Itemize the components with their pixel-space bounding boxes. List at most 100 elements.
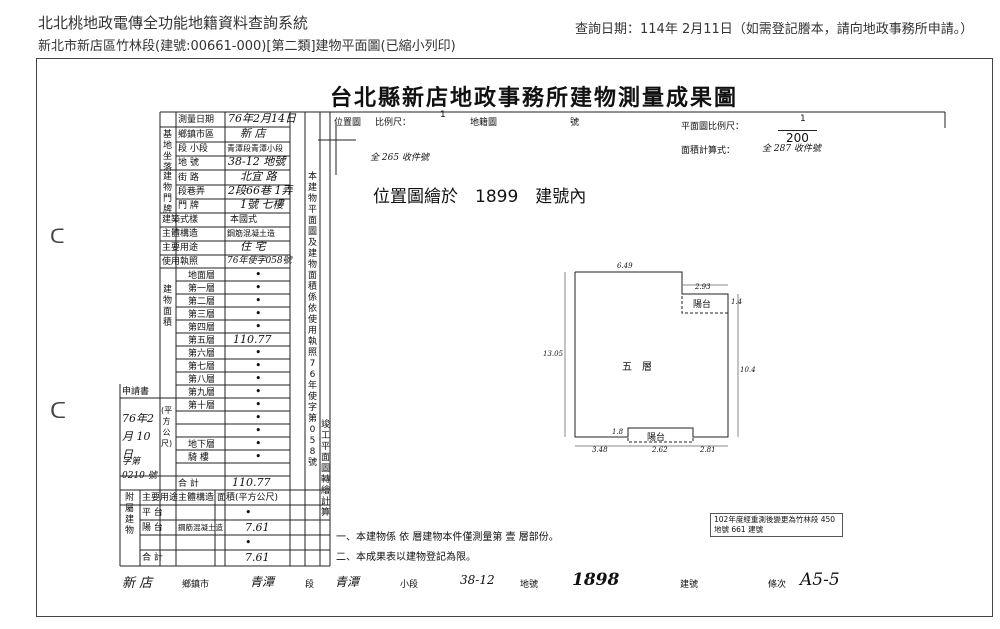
floor-area-value: • <box>255 424 262 437</box>
door-value-3: 1號 七樓 <box>240 198 284 211</box>
location-label-3: 地 號 <box>178 158 199 168</box>
annex-area-value: • <box>245 536 252 549</box>
total-value: 110.77 <box>232 476 271 489</box>
door-group-label: 建物門牌 <box>162 172 172 215</box>
door-label-3: 門 牌 <box>178 201 199 211</box>
applicant-label: 申請書 <box>122 387 150 397</box>
floor-area-value: • <box>255 346 262 359</box>
plan-dim-top: 6.49 <box>617 262 633 270</box>
plan-dim-balcony-width: 2.93 <box>695 283 711 291</box>
floor-name: 地下層 <box>188 440 216 450</box>
plan-dim-bottom-1: 3.48 <box>592 446 608 454</box>
floor-area-value: • <box>255 372 262 385</box>
annex-area-value: 7.61 <box>245 521 270 534</box>
location-group-label: 基地坐落 <box>162 130 172 173</box>
annex-use: 陽 台 <box>142 523 163 533</box>
document-title: 台北縣新店地政事務所建物測量成果圖 <box>330 85 739 111</box>
floor-area-value: • <box>255 320 262 333</box>
floor-name: 第五層 <box>188 336 216 346</box>
area-calc-value: 全 287 收件號 <box>762 144 821 154</box>
annex-structure: 鋼筋混凝土造 <box>178 523 223 532</box>
floor-area-value: • <box>255 281 262 294</box>
scale-value: 1 <box>440 110 446 120</box>
bottom-subsection: 青潭 <box>335 575 360 589</box>
annex-head-area: 面積(平方公尺) <box>217 493 279 503</box>
floor-name: 第四層 <box>188 323 216 333</box>
struct-value-style: 本國式 <box>230 215 258 225</box>
bottom-parcel-suffix: 地號 <box>520 580 539 590</box>
floor-name: 第七層 <box>188 362 216 372</box>
location-value-2: 青潭段青潭小段 <box>227 144 283 153</box>
plan-scale-numerator: 1 <box>800 114 806 124</box>
applicant-number: 字第 0210 號 <box>122 457 157 481</box>
plan-balcony-bottom: 陽台 <box>647 433 666 443</box>
total-label: 合 計 <box>178 479 199 489</box>
struct-label-permit: 使用執照 <box>162 257 199 267</box>
svg-text:ᑕ: ᑕ <box>50 224 65 248</box>
annex-head-use: 主要用途 <box>142 493 179 503</box>
floor-name: 騎 樓 <box>188 453 209 463</box>
location-value-1: 新 店 <box>240 127 266 140</box>
annex-label: 附屬建物 <box>124 493 134 536</box>
floor-name: 第三層 <box>188 310 216 320</box>
struct-value-permit: 76年使字058號 <box>227 256 292 266</box>
survey-number: 全 265 收件號 <box>370 153 429 163</box>
floor-name: 第六層 <box>188 349 216 359</box>
plan-dim-right: 10.4 <box>740 366 756 374</box>
struct-label-use: 主要用途 <box>162 243 199 253</box>
plan-dim-bottom-3: 2.81 <box>700 446 716 454</box>
area-calc-label: 面積計算式： <box>681 146 736 156</box>
floor-area-value: • <box>255 268 262 281</box>
annex-use: 合 計 <box>142 553 163 563</box>
bottom-section-suffix: 段 <box>305 580 315 590</box>
location-label-1: 鄉鎮市區 <box>178 130 215 140</box>
document-frame <box>36 58 993 617</box>
location-value-3: 38-12 地號 <box>228 155 286 168</box>
annex-use: 平 台 <box>142 508 163 518</box>
bottom-seq-label: 條次 <box>768 580 787 590</box>
survey-date-value: 76年2月14日 <box>228 112 296 125</box>
system-title: 北北桃地政電傳全功能地籍資料查詢系統 <box>38 14 309 32</box>
bottom-parcel: 38-12 <box>460 573 495 587</box>
number-label: 號 <box>570 118 580 128</box>
floor-name: 第十層 <box>188 401 216 411</box>
plan-balcony-top: 陽台 <box>693 300 712 310</box>
svg-text:ᑕ: ᑕ <box>50 399 66 424</box>
floor-area-value: 110.77 <box>233 333 272 346</box>
floor-area-value: • <box>255 437 262 450</box>
plan-dim-left: 13.05 <box>543 350 564 358</box>
plan-dim-bottom-2: 2.62 <box>652 446 668 454</box>
floor-name: 第一層 <box>188 284 216 294</box>
bottom-section: 青潭 <box>250 575 275 589</box>
floor-area-value: • <box>255 307 262 320</box>
floor-area-value: • <box>255 398 262 411</box>
bottom-district: 新 店 <box>122 576 153 591</box>
plan-scale-denominator: 200 <box>778 130 817 145</box>
location-label-2: 段 小段 <box>178 144 208 154</box>
door-label-2: 段巷弄 <box>178 187 206 197</box>
floor-name: 地面層 <box>188 271 216 281</box>
door-label-1: 街 路 <box>178 173 199 183</box>
plan-floor-label: 五 層 <box>622 362 652 373</box>
bottom-building-number: 1898 <box>572 570 620 590</box>
floor-area-value: • <box>255 359 262 372</box>
floor-area-value: • <box>255 385 262 398</box>
bottom-subsection-suffix: 小段 <box>400 580 419 590</box>
floor-group-label: 建物面積 <box>162 285 172 328</box>
plan-dim-balcony-depth: 1.4 <box>731 298 743 306</box>
position-map-label: 位置圖 <box>334 118 362 128</box>
struct-value-structure: 鋼筋混凝土造 <box>227 229 275 238</box>
floor-name: 第二層 <box>188 297 216 307</box>
vertical-note-right: 竣工平面圖轉繪計算 <box>320 420 330 518</box>
door-value-1: 北宜 路 <box>240 170 277 183</box>
applicant-date: 76年2月 10日 <box>122 412 154 461</box>
struct-label-structure: 主體構造 <box>162 229 199 239</box>
plan-dim-lower-balcony: 1.8 <box>612 428 624 436</box>
position-text: 位置圖繪於 1899 建號內 <box>373 187 587 207</box>
plan-scale-label: 平面圖比例尺： <box>681 122 745 132</box>
vertical-note-left: 本建物平面圖及建物面積係依使用執照76年使字第058號 <box>307 172 317 468</box>
bottom-district-suffix: 鄉鎮市 <box>182 580 210 590</box>
floor-area-value: • <box>255 294 262 307</box>
bottom-building-suffix: 建號 <box>680 580 699 590</box>
